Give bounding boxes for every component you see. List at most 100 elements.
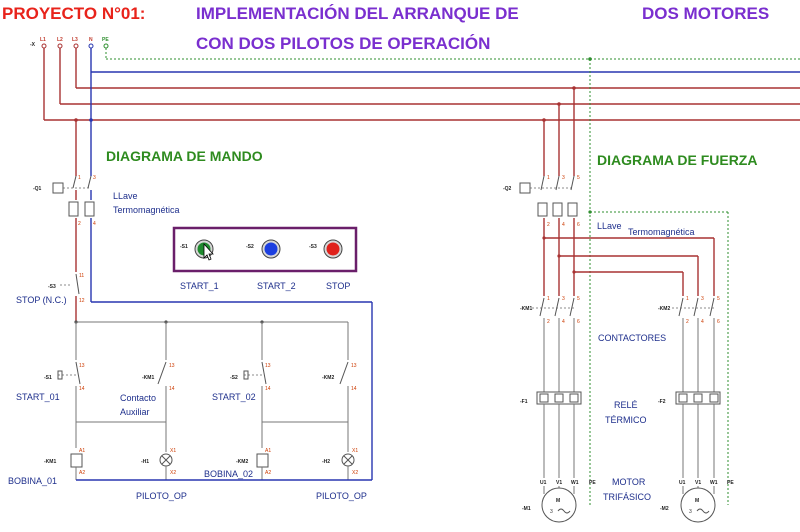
stop-switch-s3: -S3 11 12 STOP (N.C.) [16,273,85,305]
power-circuit: -Q2 1 3 5 2 4 6 LLave Termomagnética [503,59,734,523]
m1-term-pe: PE [589,480,596,486]
relay-label-2: TÉRMICO [605,415,647,425]
svg-text:1: 1 [547,296,550,302]
contactor-km1: -KM1 1 3 5 2 4 6 [520,296,580,325]
section-fuerza-title: DIAGRAMA DE FUERZA [597,152,757,168]
svg-text:11: 11 [79,273,84,279]
start2-button[interactable]: -S2 START_2 [246,239,296,291]
lamp-h2: X1 X2 -H2 [322,448,358,476]
m2-term-pe: PE [727,480,734,486]
start2-label: START_02 [212,392,256,402]
lamp1-label: PILOTO_OP [136,491,187,501]
lamp2-tag: -H2 [322,459,330,465]
svg-text:2: 2 [547,222,550,228]
coil-km2: A1 A2 -KM2 BOBINA_02 [204,448,271,479]
svg-text:M: M [556,498,560,504]
svg-text:A2: A2 [79,470,85,476]
m2-term-u1: U1 [679,480,686,486]
breaker-q2-tag: -Q2 [503,186,512,192]
bus-label-l1: L1 [40,37,46,43]
svg-text:6: 6 [717,319,720,325]
stop-button-tag: -S3 [309,244,317,250]
coil1-label: BOBINA_01 [8,476,57,486]
motor-m1: U1 V1 W1 PE M 3 -M1 [522,480,596,523]
m1-term-v1: V1 [556,480,562,486]
relay1-tag: -F1 [520,399,528,405]
svg-text:12: 12 [79,298,85,304]
motor2-tag: -M2 [660,506,669,512]
svg-text:4: 4 [562,222,565,228]
svg-text:X1: X1 [352,448,358,454]
stop-button[interactable]: -S3 STOP [309,239,350,291]
svg-text:X2: X2 [170,470,176,476]
svg-text:1: 1 [78,175,81,181]
svg-text:3: 3 [689,509,692,515]
svg-text:5: 5 [577,296,580,302]
motor-m2: U1 V1 W1 PE M 3 -M2 [660,480,734,523]
svg-text:A1: A1 [265,448,271,454]
svg-text:13: 13 [265,363,271,369]
supply-bus: -X L1 L2 L3 N PE [30,37,800,122]
lamp-h1: X1 X2 -H1 [141,448,176,476]
m2-term-w1: W1 [710,480,718,486]
mouse-cursor-icon [203,242,214,261]
breaker-q2-label-1: LLave [597,221,622,231]
bus-label-n: N [89,37,93,43]
svg-text:2: 2 [547,319,550,325]
stop-button-label: STOP [326,281,350,291]
coil1-tag: -KM1 [44,459,56,465]
stop-label: STOP (N.C.) [16,295,67,305]
aux1-tag: -KM1 [142,375,154,381]
coil2-label: BOBINA_02 [204,469,253,479]
breaker-q1-tag: -Q1 [33,186,42,192]
bus-label-l3: L3 [72,37,78,43]
title-line-1-end: DOS MOTORES [642,4,769,23]
thermal-relay-f2: -F2 [658,391,721,405]
svg-text:M: M [695,498,699,504]
title-line-2: CON DOS PILOTOS DE OPERACIÓN [196,34,490,53]
svg-text:14: 14 [265,386,271,392]
motor1-tag: -M1 [522,506,531,512]
aux-label-1: Contacto [120,393,156,403]
svg-text:14: 14 [169,386,175,392]
thermal-relay-f1: -F1 [520,391,582,405]
motor-label-2: TRIFÁSICO [603,492,651,502]
svg-text:4: 4 [562,319,565,325]
m1-term-w1: W1 [571,480,579,486]
relay2-tag: -F2 [658,399,666,405]
svg-text:3: 3 [701,296,704,302]
svg-text:1: 1 [686,296,689,302]
svg-text:14: 14 [351,386,357,392]
svg-text:A1: A1 [79,448,85,454]
svg-text:4: 4 [93,221,96,227]
relay-label-1: RELÉ [614,400,638,410]
breaker-q2: -Q2 1 3 5 2 4 6 LLave Termomagnética [503,175,695,237]
breaker-q1: -Q1 1 3 2 4 LLave Termomagnética [33,175,180,227]
svg-text:3: 3 [562,296,565,302]
lamp1-tag: -H1 [141,459,149,465]
svg-text:14: 14 [79,386,85,392]
m2-term-v1: V1 [695,480,701,486]
motor-label-1: MOTOR [612,477,646,487]
start1-button-tag: -S1 [180,244,188,250]
svg-text:5: 5 [717,296,720,302]
svg-text:4: 4 [701,319,704,325]
pushbutton-panel: -S1 START_1 -S2 START_2 -S3 STOP [172,226,358,291]
m1-term-u1: U1 [540,480,547,486]
svg-text:3: 3 [562,175,565,181]
svg-text:A2: A2 [265,470,271,476]
svg-text:X2: X2 [352,470,358,476]
coil-km1: A1 A2 -KM1 BOBINA_01 [8,448,85,486]
contactor2-tag: -KM2 [658,306,670,312]
svg-text:3: 3 [550,509,553,515]
contactors-label: CONTACTORES [598,333,666,343]
start1-label: START_01 [16,392,60,402]
lamp2-label: PILOTO_OP [316,491,367,501]
breaker-q1-label-1: LLave [113,191,138,201]
svg-text:13: 13 [169,363,175,369]
bus-label-pe: PE [102,37,109,43]
contactor1-tag: -KM1 [520,306,532,312]
svg-text:6: 6 [577,222,580,228]
aux-label-2: Auxiliar [120,407,150,417]
